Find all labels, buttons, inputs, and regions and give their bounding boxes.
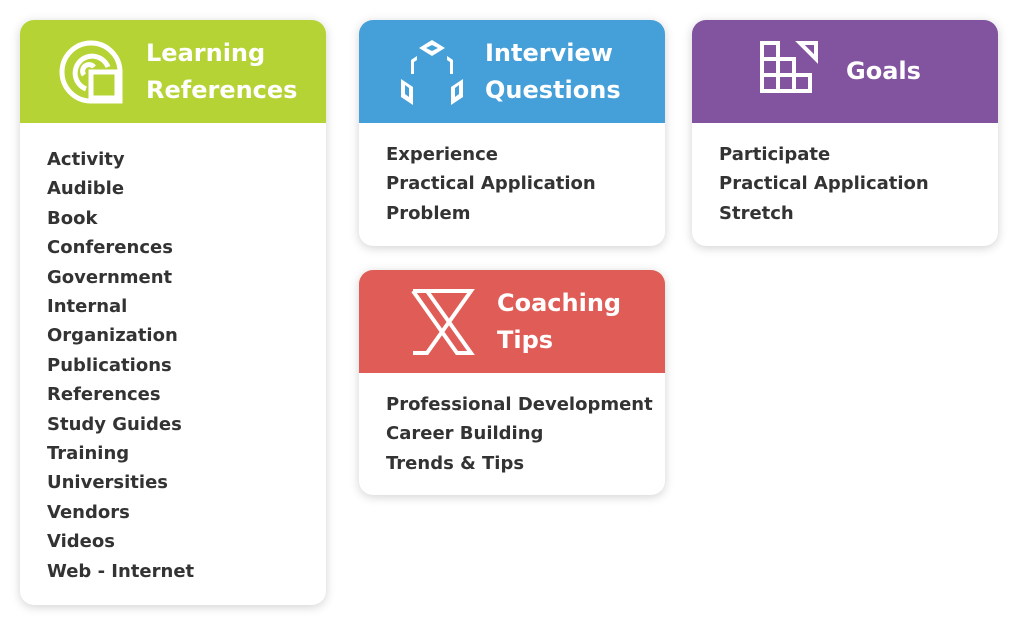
card-title-line: References	[146, 75, 298, 104]
list-item[interactable]: Practical Application	[719, 173, 929, 195]
list-item[interactable]: Internal	[47, 296, 128, 318]
list-item[interactable]: Vendors	[47, 501, 130, 523]
card-title-line: Questions	[485, 75, 621, 104]
card-title-line: Tips	[497, 325, 554, 354]
crossed-x-icon	[411, 288, 475, 355]
connected-shapes-icon	[401, 39, 463, 105]
list-item[interactable]: Participate	[719, 144, 831, 165]
list-item[interactable]: Training	[47, 443, 130, 465]
list-item[interactable]: Problem	[386, 202, 471, 224]
list-item[interactable]: Publications	[47, 354, 172, 376]
card-list: Professional Development Career Building…	[359, 373, 665, 478]
card-title-line: Interview	[485, 38, 613, 67]
list-item[interactable]: Government	[47, 266, 173, 288]
list-item[interactable]: Professional Development	[386, 394, 653, 415]
list-item[interactable]: References	[47, 384, 161, 406]
card-header: Goals	[692, 20, 998, 123]
list-item[interactable]: Book	[47, 207, 98, 229]
list-item[interactable]: Study Guides	[47, 413, 182, 435]
list-item[interactable]: Stretch	[719, 202, 794, 224]
list-item[interactable]: Web - Internet	[47, 560, 195, 582]
card-list: Participate Practical Application Stretc…	[692, 123, 998, 228]
list-item[interactable]: Career Building	[386, 423, 544, 445]
card-title-line: Goals	[846, 57, 921, 85]
list-item[interactable]: Organization	[47, 325, 178, 347]
list-item[interactable]: Trends & Tips	[386, 452, 525, 474]
grid-squares-icon	[760, 40, 818, 93]
card-title-line: Learning	[146, 38, 266, 67]
list-item[interactable]: Universities	[47, 472, 168, 494]
list-item[interactable]: Experience	[386, 144, 498, 165]
card-title-line: Coaching	[497, 288, 622, 317]
list-item[interactable]: Activity	[47, 149, 125, 170]
card-list: Activity Audible Book Conferences Govern…	[20, 123, 326, 586]
list-item[interactable]: Practical Application	[386, 173, 596, 195]
list-item[interactable]: Audible	[47, 178, 125, 200]
target-square-icon	[59, 40, 123, 103]
list-item[interactable]: Videos	[47, 531, 115, 553]
card-list: Experience Practical Application Problem	[359, 123, 665, 228]
goals-card: Goals Participate Practical Application …	[692, 20, 998, 246]
list-item[interactable]: Conferences	[47, 237, 173, 259]
